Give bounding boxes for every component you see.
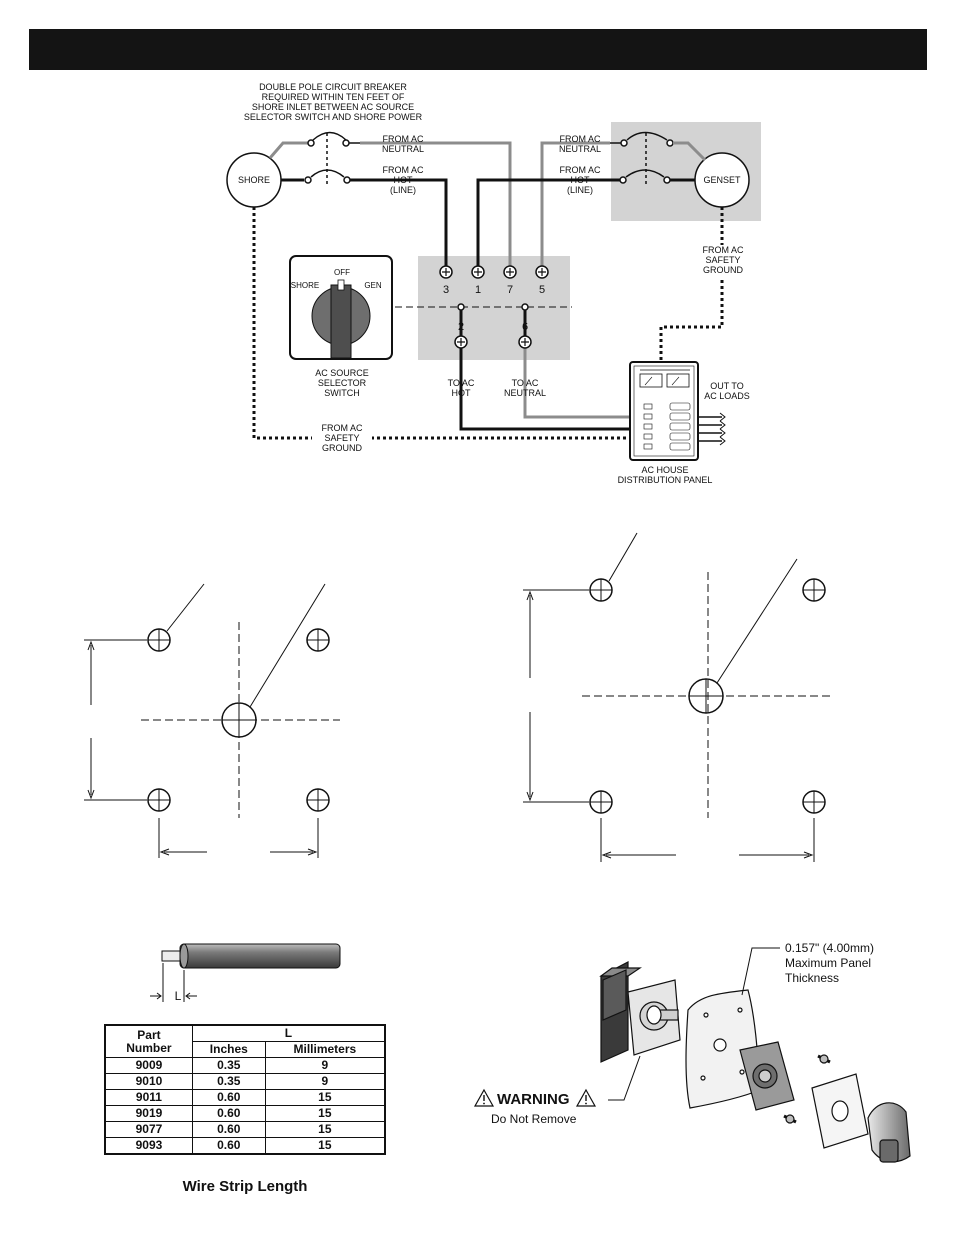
cell-part: 9009 [104, 1057, 193, 1074]
terminal-2-label: 2 [458, 321, 464, 333]
switch-caption-3: SWITCH [324, 388, 360, 398]
breaker-note-line-4: SELECTOR SWITCH AND SHORE POWER [244, 112, 423, 122]
table-row: 9009 0.35 9 [104, 1057, 386, 1074]
cell-mm: 9 [264, 1057, 386, 1074]
shore-ground-label-3: GROUND [322, 443, 362, 453]
terminal-5-label: 5 [539, 284, 545, 296]
switch-gen-label: GEN [364, 281, 382, 290]
panel-thickness-note-3: Thickness [785, 971, 839, 985]
from-ac-hot-left-2: HOT [394, 175, 414, 185]
from-ac-hot-right-3: (LINE) [567, 185, 593, 195]
wire-strip-table: Part Number L Inches Millimeters 9009 0.… [104, 1024, 386, 1155]
table-row: 9011 0.60 15 [104, 1089, 386, 1106]
table-header-part: Part Number [104, 1024, 193, 1058]
table-header-part-line-1: Part [137, 1027, 161, 1042]
switch-caption-1: AC SOURCE [315, 368, 369, 378]
from-ac-hot-left-3: (LINE) [390, 185, 416, 195]
genset-label: GENSET [703, 175, 741, 185]
cell-part: 9011 [104, 1089, 193, 1106]
table-header-inches: Inches [191, 1041, 266, 1058]
panel-thickness-note-2: Maximum Panel [785, 956, 871, 970]
cell-inches: 0.60 [191, 1121, 266, 1138]
genset-ground-label-2: SAFETY [705, 255, 740, 265]
from-ac-hot-right-2: HOT [571, 175, 591, 185]
to-ac-neutral-2: NEUTRAL [504, 388, 546, 398]
table-row: 9019 0.60 15 [104, 1105, 386, 1122]
from-ac-neutral-right-1: FROM AC [559, 134, 601, 144]
shore-breaker [268, 131, 360, 187]
wire-strip-caption: Wire Strip Length [182, 1178, 308, 1195]
breaker-note-line-3: SHORE INLET BETWEEN AC SOURCE [252, 102, 414, 112]
cell-mm: 15 [264, 1105, 386, 1122]
from-ac-neutral-left-1: FROM AC [382, 134, 424, 144]
cell-mm: 15 [264, 1121, 386, 1138]
wires [252, 141, 724, 440]
cell-part: 9093 [104, 1137, 193, 1155]
table-row: 9093 0.60 15 [104, 1137, 386, 1155]
table-row: 9010 0.35 9 [104, 1073, 386, 1090]
shore-label: SHORE [238, 175, 270, 185]
switch-shore-label: SHORE [291, 281, 319, 290]
cell-mm: 9 [264, 1073, 386, 1090]
cell-mm: 15 [264, 1137, 386, 1155]
to-ac-neutral-1: TO AC [512, 378, 539, 388]
cell-mm: 15 [264, 1089, 386, 1106]
switch-caption-2: SELECTOR [318, 378, 367, 388]
ac-house-distribution-panel [629, 361, 726, 461]
warning-subtext: Do Not Remove [491, 1112, 577, 1126]
to-ac-hot-2: HOT [452, 388, 472, 398]
table-header-l: L [191, 1024, 386, 1042]
from-ac-hot-right-1: FROM AC [559, 165, 601, 175]
panel-caption-1: AC HOUSE [641, 465, 688, 475]
panel-thickness-note-1: 0.157" (4.00mm) [785, 941, 874, 955]
cell-inches: 0.60 [191, 1089, 266, 1106]
terminal-6-label: 6 [522, 321, 528, 333]
terminal-7-label: 7 [507, 284, 513, 296]
cell-inches: 0.60 [191, 1137, 266, 1155]
to-ac-hot-1: TO AC [448, 378, 475, 388]
mounting-template-right [523, 532, 832, 862]
cell-inches: 0.35 [191, 1057, 266, 1074]
panel-caption-2: DISTRIBUTION PANEL [618, 475, 713, 485]
mounting-template-left [84, 583, 340, 858]
warning-icon-left [473, 1088, 495, 1107]
terminal-1-label: 1 [475, 284, 481, 296]
cell-part: 9010 [104, 1073, 193, 1090]
table-header-part-line-2: Number [126, 1040, 172, 1055]
table-header-mm: Millimeters [264, 1041, 386, 1058]
table-row: 9077 0.60 15 [104, 1121, 386, 1138]
cell-inches: 0.35 [191, 1073, 266, 1090]
out-to-loads-1: OUT TO [710, 381, 744, 391]
out-to-loads-2: AC LOADS [704, 391, 750, 401]
switch-assembly-illustration [599, 961, 911, 1163]
cell-inches: 0.60 [191, 1105, 266, 1122]
wire-strip-illustration [150, 943, 341, 1002]
cell-part: 9077 [104, 1121, 193, 1138]
from-ac-neutral-right-2: NEUTRAL [559, 144, 601, 154]
warning-icon-right [575, 1088, 597, 1107]
cell-part: 9019 [104, 1105, 193, 1122]
terminal-3-label: 3 [443, 284, 449, 296]
ac-source-selector-switch [289, 255, 393, 360]
from-ac-neutral-left-2: NEUTRAL [382, 144, 424, 154]
strip-length-label: L [175, 989, 182, 1003]
header-bar [29, 29, 927, 70]
genset-ground-label-1: FROM AC [702, 245, 744, 255]
from-ac-hot-left-1: FROM AC [382, 165, 424, 175]
breaker-note-line-2: REQUIRED WITHIN TEN FEET OF [262, 92, 405, 102]
warning-label: WARNING [497, 1091, 570, 1108]
shore-ground-label-1: FROM AC [321, 423, 363, 433]
switch-off-label: OFF [334, 268, 350, 277]
genset-breaker [610, 131, 707, 187]
shore-ground-label-2: SAFETY [324, 433, 359, 443]
breaker-note-line-1: DOUBLE POLE CIRCUIT BREAKER [259, 82, 407, 92]
genset-ground-label-3: GROUND [703, 265, 743, 275]
